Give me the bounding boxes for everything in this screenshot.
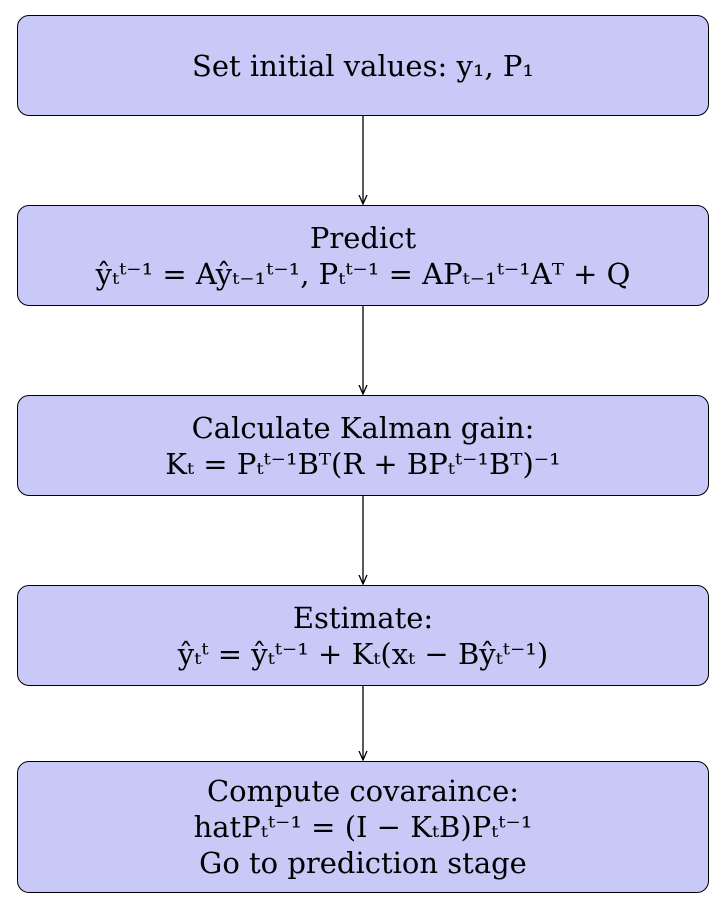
covariance-title: Compute covaraince: — [206, 774, 520, 808]
init-node: Set initial values: y₁, P₁ — [17, 15, 709, 116]
init-label: Set initial values: y₁, P₁ — [191, 48, 535, 83]
estimate-formula: ŷₜᵗ = ŷₜᵗ⁻¹ + Kₜ(xₜ − Bŷₜᵗ⁻¹) — [177, 636, 549, 671]
gain-node: Calculate Kalman gain: Kₜ = Pₜᵗ⁻¹Bᵀ(R + … — [17, 395, 709, 496]
init-text: Set initial values: y₁, P₁ — [192, 48, 534, 84]
estimate-node: Estimate: ŷₜᵗ = ŷₜᵗ⁻¹ + Kₜ(xₜ − Bŷₜᵗ⁻¹) — [17, 585, 709, 686]
covariance-node: Compute covaraince: hatPₜᵗ⁻¹ = (I − KₜB)… — [17, 761, 709, 893]
predict-node: Predict ŷₜᵗ⁻¹ = Aŷₜ₋₁ᵗ⁻¹, Pₜᵗ⁻¹ = APₜ₋₁ᵗ… — [17, 205, 709, 306]
estimate-title: Estimate: — [292, 600, 434, 635]
covariance-footer: Go to prediction stage — [199, 846, 527, 880]
gain-formula: Kₜ = Pₜᵗ⁻¹Bᵀ(R + BPₜᵗ⁻¹Bᵀ)⁻¹ — [165, 446, 561, 481]
predict-formula: ŷₜᵗ⁻¹ = Aŷₜ₋₁ᵗ⁻¹, Pₜᵗ⁻¹ = APₜ₋₁ᵗ⁻¹Aᵀ + Q — [95, 256, 631, 291]
covariance-formula: hatPₜᵗ⁻¹ = (I − KₜB)Pₜᵗ⁻¹ — [193, 810, 533, 844]
predict-title: Predict — [309, 220, 417, 255]
gain-title: Calculate Kalman gain: — [191, 410, 535, 445]
